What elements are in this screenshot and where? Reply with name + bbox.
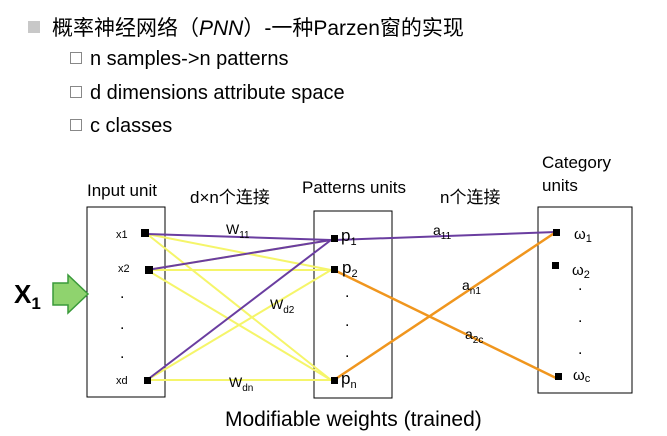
connection-line xyxy=(146,239,332,381)
category-label-line2: units xyxy=(542,176,578,195)
checkbox-bullet-icon xyxy=(70,52,82,64)
pattern-node-label: p1 xyxy=(341,226,357,248)
patterns-units-label: Patterns units xyxy=(302,178,406,197)
input-node-label: x1 xyxy=(116,229,128,241)
weight-label: Wdn xyxy=(229,374,253,394)
category-node-label: ωc xyxy=(573,367,591,385)
input-node-label: x2 xyxy=(118,263,130,275)
input-node xyxy=(145,266,153,274)
category-node-label: ω1 xyxy=(574,226,592,245)
pattern-node xyxy=(331,235,338,242)
ellipsis-dot: . xyxy=(120,316,124,333)
pattern-units-box xyxy=(313,210,393,399)
heading-italic: PNN xyxy=(199,17,244,40)
checkbox-bullet-icon xyxy=(70,86,82,98)
input-arrow-icon xyxy=(52,273,90,315)
ellipsis-dot: . xyxy=(120,345,124,362)
bullet-text: d dimensions attribute space xyxy=(90,82,345,104)
pattern-node xyxy=(331,377,338,384)
category-units-box xyxy=(537,206,633,394)
input-unit-label: Input unit xyxy=(87,181,157,200)
pattern-node-label: p2 xyxy=(342,258,358,280)
ellipsis-dot: . xyxy=(345,284,349,301)
connection-line xyxy=(334,231,557,241)
footer-caption: Modifiable weights (trained) xyxy=(225,408,482,431)
bullet-item: c classes xyxy=(70,115,172,138)
category-label-line1: Category xyxy=(542,153,611,172)
checkbox-bullet-icon xyxy=(70,119,82,131)
ellipsis-dot: . xyxy=(578,277,582,294)
ellipsis-dot: . xyxy=(345,313,349,330)
bullet-item: n samples->n patterns xyxy=(70,48,288,71)
connection-line xyxy=(333,268,557,380)
input-node-label: xd xyxy=(116,375,128,387)
a-weight-label: a2c xyxy=(465,326,483,346)
bullet-text: n samples->n patterns xyxy=(90,48,289,70)
a-weight-label: an1 xyxy=(462,277,481,297)
slide-heading: 概率神经网络（PNN）-一种Parzen窗的实现 xyxy=(28,12,464,42)
weight-label: Wd2 xyxy=(270,296,295,316)
bullet-item: d dimensions attribute space xyxy=(70,82,345,105)
ellipsis-dot: . xyxy=(120,285,124,302)
connection-line xyxy=(333,230,557,382)
input-vector-label: X1 xyxy=(14,279,41,314)
ellipsis-dot: . xyxy=(578,341,582,358)
bullet-text: c classes xyxy=(90,115,173,137)
category-node xyxy=(553,229,560,236)
input-node xyxy=(141,229,149,237)
input-units-box xyxy=(86,206,166,398)
pattern-node-label: pn xyxy=(341,369,357,391)
ellipsis-dot: . xyxy=(578,309,582,326)
category-node xyxy=(552,262,559,269)
a-weight-label: a11 xyxy=(433,222,452,242)
weight-label: W11 xyxy=(226,221,250,241)
ellipsis-dot: . xyxy=(345,344,349,361)
heading-prefix: 概率神经网络（ xyxy=(52,17,199,40)
category-node-label: ω2 xyxy=(572,262,590,281)
connection-line xyxy=(146,233,332,381)
dxn-connections-label: d×n个连接 xyxy=(190,188,270,207)
category-node xyxy=(555,373,562,380)
connection-line xyxy=(146,239,332,271)
connection-line xyxy=(146,233,332,241)
heading-suffix: ）-一种Parzen窗的实现 xyxy=(243,17,464,40)
connection-line xyxy=(146,269,332,381)
input-node xyxy=(144,377,151,384)
bullet-square-icon xyxy=(28,21,40,33)
pattern-node xyxy=(331,266,338,273)
n-connections-label: n个连接 xyxy=(440,188,501,207)
